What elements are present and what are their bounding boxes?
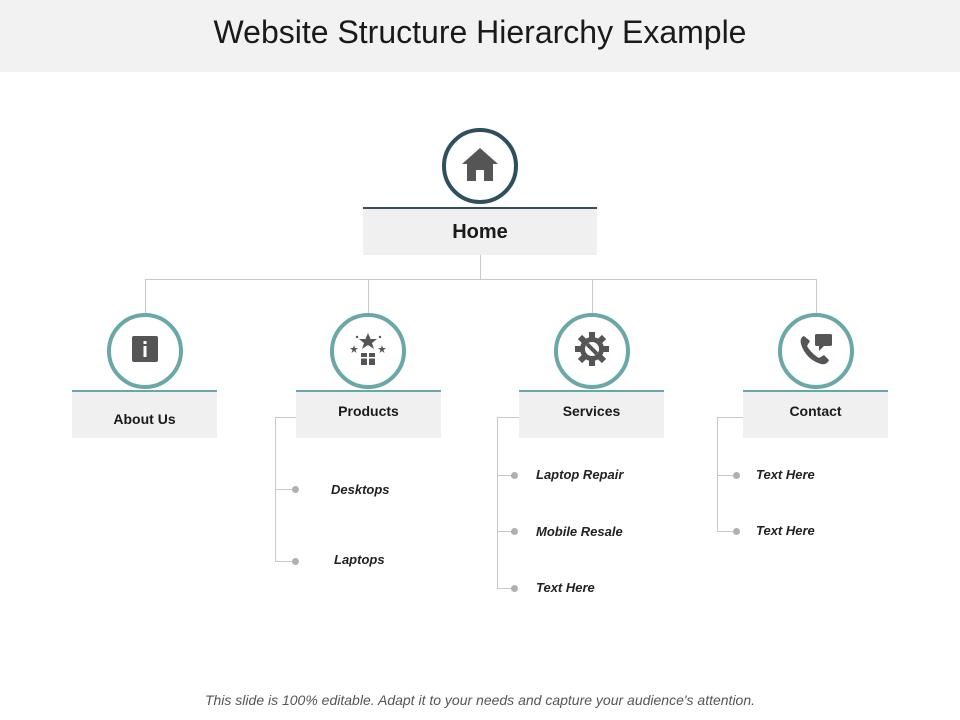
contact-item-text-here-2[interactable]: Text Here [756,523,815,538]
services-item-0-connector [497,475,517,476]
contact-item-text-here-1[interactable]: Text Here [756,467,815,482]
contact-bracket-top [717,417,743,418]
services-node[interactable]: Services [519,390,664,438]
services-item-2-connector [497,588,517,589]
products-item-desktops[interactable]: Desktops [331,482,390,497]
bullet-dot [733,528,740,535]
bullet-dot [733,472,740,479]
bullet-dot [292,486,299,493]
products-node[interactable]: Products [296,390,441,438]
services-bracket-top [497,417,519,418]
root-stem [480,255,481,279]
info-icon [132,335,158,367]
products-item-0-connector [275,489,295,490]
gear-wrench-icon [574,331,610,372]
services-node-circle [554,313,630,389]
branch-products [368,279,369,313]
contact-item-1-connector [717,531,737,532]
bullet-dot [292,558,299,565]
services-item-mobile-resale[interactable]: Mobile Resale [536,524,623,539]
gift-box-icon [348,331,388,372]
products-item-1-connector [275,561,295,562]
branch-contact [816,279,817,313]
contact-node-circle [778,313,854,389]
services-item-1-connector [497,531,517,532]
services-item-laptop-repair[interactable]: Laptop Repair [536,467,624,482]
products-item-laptops[interactable]: Laptops [334,552,385,567]
contact-item-0-connector [717,475,737,476]
products-bracket-top [275,417,296,418]
bullet-dot [511,528,518,535]
home-node-circle [442,128,518,204]
horizontal-connector [145,279,817,280]
about-node[interactable]: About Us [72,390,217,438]
services-bracket [497,417,498,589]
home-node[interactable]: Home [363,207,597,255]
home-icon [460,145,500,188]
footer-note: This slide is 100% editable. Adapt it to… [204,692,756,708]
branch-about [145,279,146,313]
page-title: Website Structure Hierarchy Example [213,14,747,50]
bullet-dot [511,585,518,592]
branch-services [592,279,593,313]
phone-chat-icon [798,332,834,371]
contact-bracket [717,417,718,532]
products-node-circle [330,313,406,389]
contact-node[interactable]: Contact [743,390,888,438]
services-item-text-here[interactable]: Text Here [536,580,595,595]
about-node-circle [107,313,183,389]
title-bar [0,0,960,72]
bullet-dot [511,472,518,479]
